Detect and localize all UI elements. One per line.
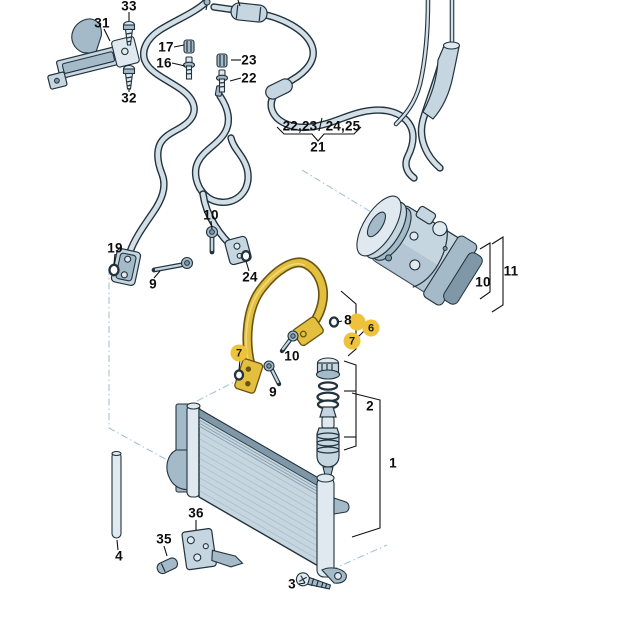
badge-6[interactable]: 6: [362, 319, 380, 337]
callout-11[interactable]: 11: [503, 263, 519, 279]
callout-9-mid[interactable]: 9: [269, 384, 277, 400]
pipe-coupling: [230, 2, 268, 23]
callout-22-23[interactable]: 22,23: [282, 118, 318, 134]
bolt-9-mid-drawing: [263, 360, 282, 387]
o-ring-7-drawing: [233, 369, 245, 381]
clip-35-drawing: [156, 557, 179, 575]
callout-19[interactable]: 19: [107, 240, 123, 256]
callout-31[interactable]: 31: [94, 15, 110, 31]
screw-32-drawing: [122, 64, 136, 90]
callout-3[interactable]: 3: [288, 576, 296, 592]
compressor-drawing: [356, 195, 483, 306]
bracket-lines-10-11: [479, 235, 504, 313]
valve-cap-17-drawing: [183, 39, 195, 54]
callout-36[interactable]: 36: [188, 505, 204, 521]
badge-7-left[interactable]: 7: [230, 344, 248, 362]
valve-22-drawing: [215, 69, 229, 93]
valve-16-drawing: [182, 56, 196, 80]
bracket-line-2: [343, 360, 357, 451]
badge-7-right[interactable]: 7: [343, 332, 361, 350]
construction-lines: [108, 169, 388, 571]
callout-21[interactable]: 21: [310, 139, 326, 155]
pipe-boot: [422, 41, 461, 120]
receiver-drier-drawing: [315, 357, 341, 485]
bracket-31-drawing: [47, 18, 140, 90]
bolt-10-mid-drawing: [279, 330, 299, 354]
screw-33-drawing: [122, 20, 136, 46]
callout-24-25[interactable]: 24,25: [325, 118, 361, 134]
bolt-10-top-drawing: [205, 225, 219, 255]
pipe-muffler: [265, 78, 293, 100]
callout-2[interactable]: 2: [366, 398, 374, 414]
callout-24[interactable]: 24: [242, 269, 258, 285]
hose-flange-left-drawing: [110, 248, 142, 286]
o-ring-8-drawing: [328, 316, 340, 328]
o-ring-24-drawing: [240, 250, 252, 262]
label-brace-21: [276, 117, 362, 142]
callout-10-mid[interactable]: 10: [284, 348, 300, 364]
callout-33[interactable]: 33: [121, 0, 137, 14]
callout-17[interactable]: 17: [158, 39, 174, 55]
callout-10-compressor[interactable]: 10: [475, 274, 491, 290]
top-bolt: [203, 0, 211, 11]
callout-4[interactable]: 4: [115, 548, 123, 564]
condenser-drawing: [166, 402, 350, 584]
tube-4-drawing: [111, 450, 122, 539]
callout-1[interactable]: 1: [389, 455, 397, 471]
highlighted-hose-drawing[interactable]: [234, 257, 328, 394]
o-ring-19-drawing: [108, 263, 120, 277]
callout-9-left[interactable]: 9: [149, 276, 157, 292]
bolt-9-left-drawing: [151, 256, 194, 273]
callout-32[interactable]: 32: [121, 90, 137, 106]
callout-23[interactable]: 23: [241, 52, 257, 68]
callout-22[interactable]: 22: [241, 70, 257, 86]
bracket-36-drawing: [181, 528, 244, 571]
valve-cap-23-drawing: [216, 53, 228, 68]
callout-35[interactable]: 35: [156, 531, 172, 547]
bracket-line-1: [351, 392, 381, 538]
screw-3-drawing: [295, 572, 332, 590]
badge-8-highlight[interactable]: [348, 313, 366, 331]
callout-10-top[interactable]: 10: [203, 207, 219, 223]
callout-16[interactable]: 16: [156, 55, 172, 71]
callout-8[interactable]: 8: [344, 312, 352, 328]
